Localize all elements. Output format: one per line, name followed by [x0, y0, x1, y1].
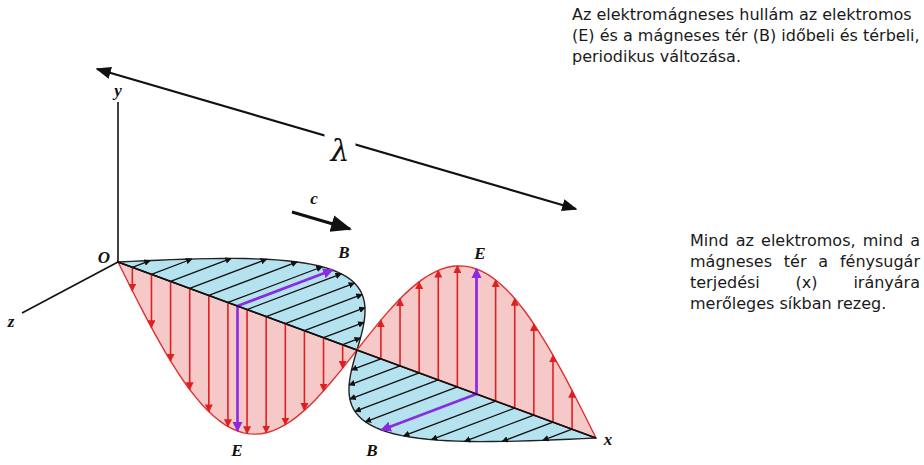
field-vector [350, 373, 419, 399]
field-vector [151, 259, 191, 274]
field-vector [132, 261, 150, 268]
field-vector [343, 338, 361, 345]
field-vector [208, 295, 210, 411]
field-vector [543, 429, 572, 440]
field-vector [404, 401, 496, 436]
field-vector [238, 270, 333, 306]
field-vector [382, 394, 477, 430]
origin-label: O [98, 248, 110, 268]
field-vector [190, 259, 267, 288]
field-lobe [357, 266, 596, 438]
field-vector [209, 262, 297, 295]
field-vector [457, 266, 459, 387]
field-vector [284, 324, 286, 425]
field-vector [171, 258, 232, 281]
field-vector [475, 269, 478, 394]
axis-label: x [604, 430, 613, 450]
axis-label: y [114, 81, 122, 101]
field-vector [502, 422, 553, 441]
field-vector [227, 302, 229, 426]
field-label: B [338, 243, 349, 263]
field-vector [495, 280, 497, 401]
field-vector [236, 306, 239, 431]
field-vector [304, 308, 365, 331]
field-vector [437, 270, 439, 380]
side-note: Mind az elektromos, mind a mágneses tér … [690, 230, 920, 314]
field-vector [355, 380, 438, 412]
propagation-arrow [292, 212, 350, 229]
field-lobe [118, 258, 365, 350]
field-vector [132, 267, 134, 290]
field-vector [285, 294, 362, 323]
field-vector [514, 299, 516, 409]
wavelength-label: λ [324, 134, 355, 167]
field-vector [189, 288, 191, 389]
field-vector [170, 281, 172, 361]
axis-label: z [8, 312, 15, 332]
field-vector [323, 338, 325, 391]
wavelength-arrow [97, 69, 576, 209]
field-vector [342, 345, 344, 368]
field-vector [380, 320, 382, 359]
field-lobes [118, 258, 596, 441]
field-label: E [231, 441, 242, 461]
field-vector [418, 282, 420, 373]
field-vector [349, 366, 400, 385]
field-vector [324, 322, 364, 337]
field-vector [552, 355, 554, 422]
field-vector [533, 324, 535, 415]
field-vector [382, 394, 477, 430]
field-vector [365, 387, 457, 422]
axes [22, 102, 596, 438]
field-vector [246, 310, 248, 434]
field-vector [265, 317, 267, 433]
field-vector [151, 274, 153, 327]
field-vector [399, 299, 401, 366]
field-vector [228, 267, 322, 303]
field-vector [476, 269, 478, 394]
field-vector [465, 415, 534, 441]
field-vector [571, 391, 573, 430]
field-label: B [366, 441, 377, 461]
field-vector [266, 283, 354, 316]
field-vectors [132, 258, 572, 441]
field-vector [304, 331, 306, 411]
field-label: E [474, 244, 485, 264]
field-vector [247, 274, 341, 310]
caption-note: Az elektromágneses hullám az elektromos … [572, 4, 920, 67]
field-vector [352, 359, 381, 370]
field-vector [431, 408, 514, 440]
speed-label: c [310, 189, 318, 209]
